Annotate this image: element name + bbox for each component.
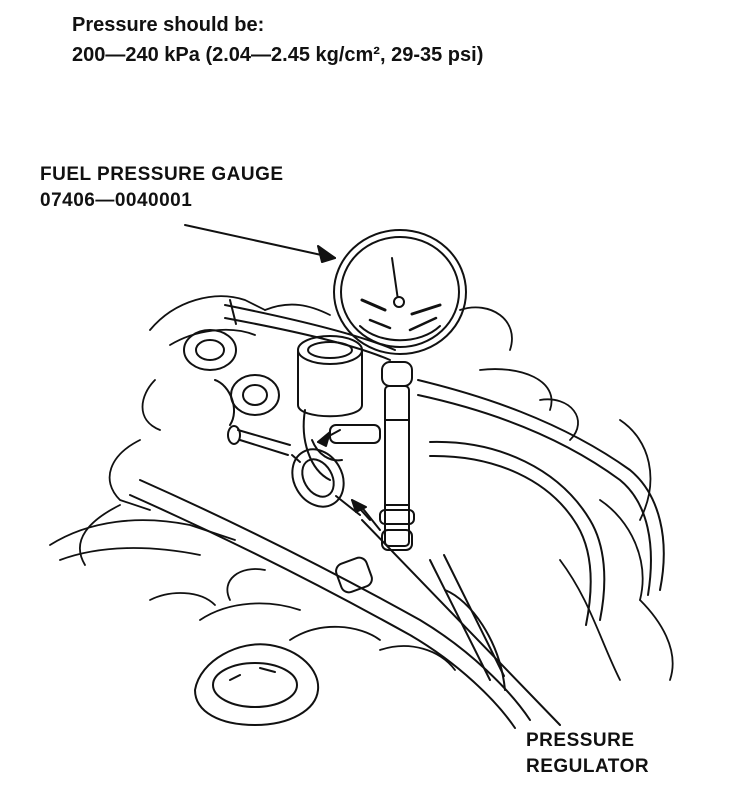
pressure-spec-values: 200—240 kPa (2.04—2.45 kg/cm², 29-35 psi…	[72, 44, 484, 66]
return-hose	[429, 554, 506, 691]
flow-arrows	[317, 429, 371, 521]
throttle-body	[297, 335, 381, 481]
gauge-name-label: FUEL PRESSURE GAUGE	[40, 164, 284, 185]
pressure-spec-heading: Pressure should be:	[72, 14, 265, 36]
pressure-spec: Pressure should be: 200—240 kPa (2.04—2.…	[72, 10, 483, 70]
vacuum-hose	[417, 379, 665, 626]
fuel-rail	[129, 479, 531, 729]
regulator-label-line1: PRESSURE	[526, 730, 635, 751]
gauge-hose-tube	[379, 361, 415, 551]
regulator-callout: PRESSURE REGULATOR	[526, 728, 649, 780]
engine-block-outline	[49, 295, 674, 681]
injector-cluster	[183, 329, 291, 456]
gauge-callout: FUEL PRESSURE GAUGE 07406—0040001	[40, 162, 284, 214]
filler-cap	[194, 643, 320, 726]
gauge-part-number: 07406—0040001	[40, 190, 193, 211]
gauge-leader-line	[184, 224, 336, 263]
fuel-hose	[224, 299, 396, 361]
fuel-pressure-gauge	[333, 229, 467, 355]
regulator-label-line2: REGULATOR	[526, 756, 650, 777]
pressure-regulator	[291, 448, 381, 531]
